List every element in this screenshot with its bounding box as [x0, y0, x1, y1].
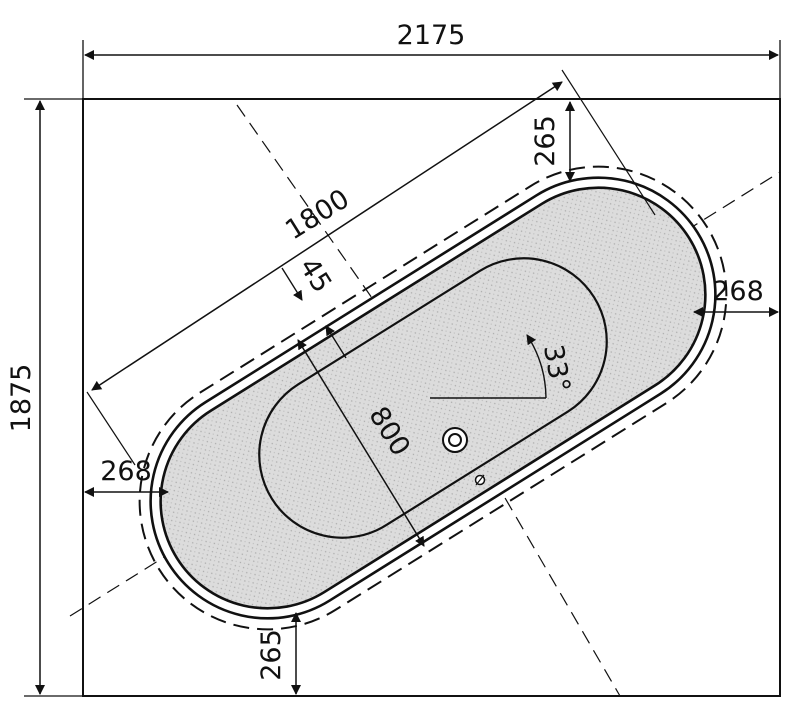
clearance-top-dimension: 265 [530, 101, 575, 182]
drain-icon [442, 427, 468, 453]
clearance-bottom-dimension: 265 [256, 612, 301, 695]
clearance-top-label: 265 [530, 115, 561, 167]
clearance-bottom-label: 265 [256, 629, 287, 681]
room-height-label: 1875 [6, 364, 37, 433]
clearance-left-dimension: 268 [84, 456, 169, 497]
room-height-dimension: 1875 [6, 98, 83, 697]
overflow-icon [474, 474, 486, 486]
room-width-dimension: 2175 [82, 20, 781, 99]
tub-length-label: 1800 [280, 183, 355, 246]
rim-offset-label: 45 [293, 253, 337, 299]
clearance-left-label: 268 [100, 456, 152, 487]
clearance-right-label: 268 [712, 276, 764, 307]
room-width-label: 2175 [397, 20, 466, 51]
clearance-right-dimension: 268 [693, 276, 779, 317]
tub-cross-axis-right [482, 459, 621, 697]
